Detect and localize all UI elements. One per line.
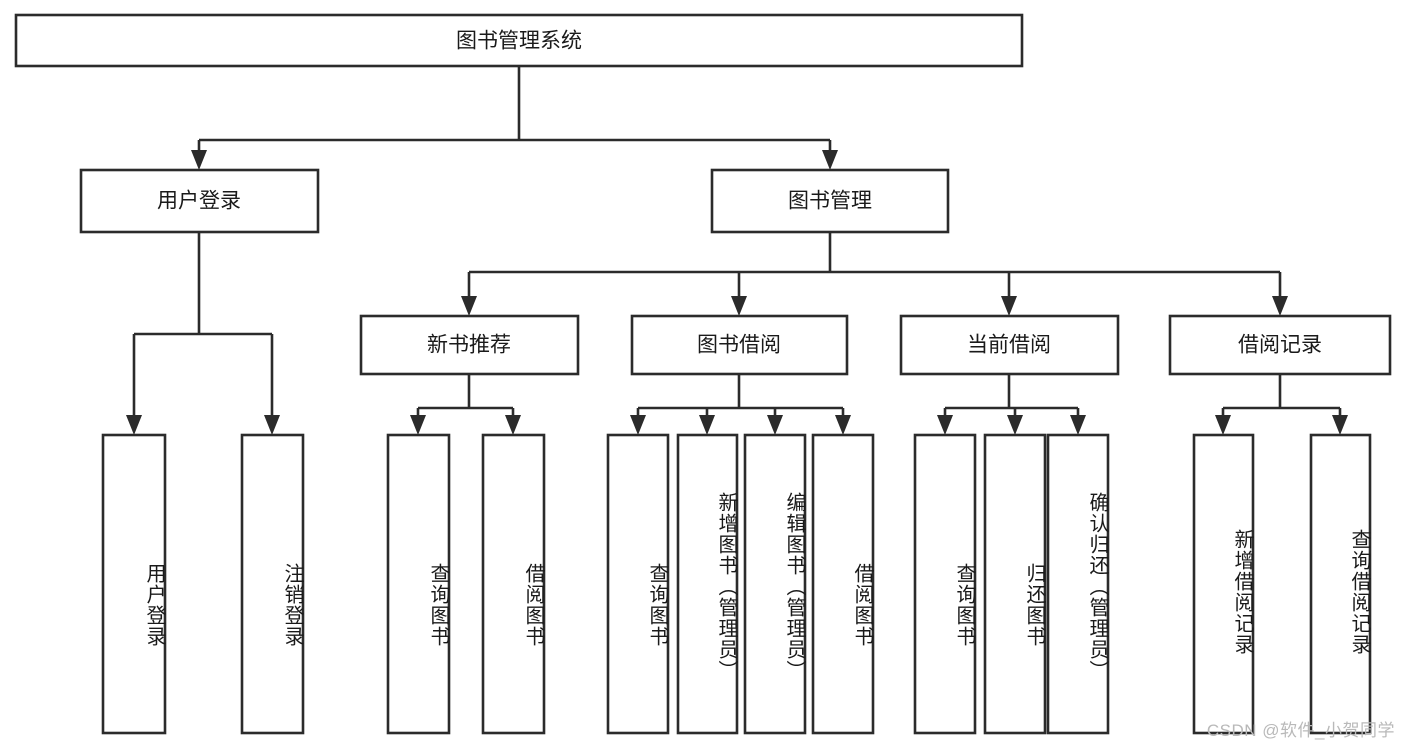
leaf-box-query-borrow-record[interactable]	[1309, 433, 1372, 735]
node-group-borrow-record: 借阅记录	[1168, 314, 1392, 376]
arrow-book-mgmt-to-current	[1001, 296, 1017, 316]
arrow-borrow-leaf-3	[767, 415, 783, 435]
leaf-box-edit-book-admin[interactable]	[743, 433, 807, 735]
leaf-box-group	[101, 433, 1372, 735]
arrow-new-book-leaf-2	[505, 415, 521, 435]
leaf-box-user-login[interactable]	[101, 433, 167, 735]
connector-group	[126, 66, 1348, 435]
arrow-borrow-leaf-1	[630, 415, 646, 435]
arrow-new-book-leaf-1	[410, 415, 426, 435]
node-group-book-borrow: 图书借阅	[630, 314, 849, 376]
node-group-book-management: 图书管理	[710, 168, 950, 234]
node-label-root: 图书管理系统	[456, 30, 582, 53]
node-box-new-book-recommend[interactable]	[359, 314, 580, 376]
arrow-borrow-leaf-2	[699, 415, 715, 435]
arrow-root-to-user-login	[191, 150, 207, 170]
leaf-box-add-borrow-record[interactable]	[1192, 433, 1255, 735]
leaf-box-query-book-current[interactable]	[913, 433, 977, 735]
node-box-root[interactable]	[14, 13, 1024, 68]
node-group-root: 图书管理系统	[14, 13, 1024, 68]
arrow-record-leaf-2	[1332, 415, 1348, 435]
arrow-current-leaf-3	[1070, 415, 1086, 435]
node-group-new-book-recommend: 新书推荐	[359, 314, 580, 376]
node-label-user-login: 用户登录	[157, 190, 241, 213]
leaf-box-return-book[interactable]	[983, 433, 1047, 735]
leaf-box-borrow-book-new[interactable]	[481, 433, 546, 735]
leaf-box-add-book-admin[interactable]	[676, 433, 739, 735]
leaf-box-confirm-return-admin[interactable]	[1046, 433, 1110, 735]
arrow-current-leaf-1	[937, 415, 953, 435]
node-label-book-borrow: 图书借阅	[697, 334, 781, 357]
node-box-user-login[interactable]	[79, 168, 320, 234]
leaf-box-logout[interactable]	[240, 433, 305, 735]
arrow-user-login-leaf-2	[264, 415, 280, 435]
arrow-book-mgmt-to-new-book	[461, 296, 477, 316]
node-group-user-login: 用户登录	[79, 168, 320, 234]
node-label-current-borrow: 当前借阅	[967, 334, 1051, 357]
node-box-book-management[interactable]	[710, 168, 950, 234]
arrow-borrow-leaf-4	[835, 415, 851, 435]
node-label-new-book-recommend: 新书推荐	[427, 334, 511, 357]
node-label-book-management: 图书管理	[788, 190, 872, 213]
leaf-box-query-book-new[interactable]	[386, 433, 451, 735]
arrow-book-mgmt-to-record	[1272, 296, 1288, 316]
arrow-root-to-book-mgmt	[822, 150, 838, 170]
node-group-current-borrow: 当前借阅	[899, 314, 1120, 376]
node-box-current-borrow[interactable]	[899, 314, 1120, 376]
arrow-user-login-leaf-1	[126, 415, 142, 435]
arrow-record-leaf-1	[1215, 415, 1231, 435]
node-label-borrow-record: 借阅记录	[1238, 334, 1322, 357]
leaf-box-query-book-borrow[interactable]	[606, 433, 670, 735]
leaf-box-borrow-book[interactable]	[811, 433, 875, 735]
arrow-current-leaf-2	[1007, 415, 1023, 435]
arrow-book-mgmt-to-borrow	[731, 296, 747, 316]
csdn-watermark: CSDN @软件_小贺同学	[1206, 721, 1395, 740]
node-box-book-borrow[interactable]	[630, 314, 849, 376]
node-box-borrow-record[interactable]	[1168, 314, 1392, 376]
